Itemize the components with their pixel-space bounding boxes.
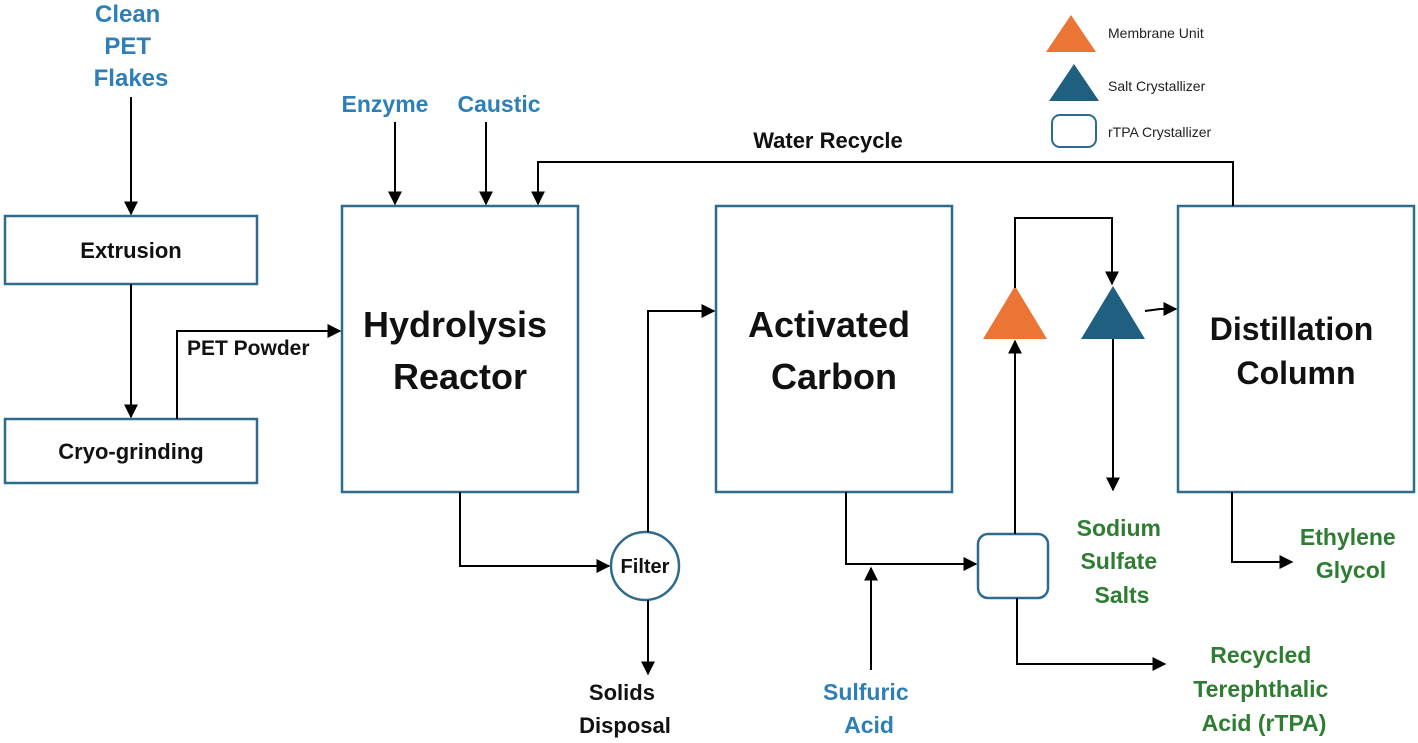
legend-membrane-triangle [1046,15,1096,52]
legend-salt-crystallizer-label: Salt Crystallizer [1108,78,1206,94]
filter-circle [609,530,681,602]
legend-membrane-label: Membrane Unit [1108,25,1204,41]
water-recycle-label: Water Recycle [753,128,903,153]
reactor-to-filter-arrow [459,492,611,573]
legend-rtpa-crystallizer-label: rTPA Crystallizer [1108,124,1212,140]
cryo-grinding-box [3,417,259,485]
extrusion-box [3,214,259,286]
distillation-column-box [1176,204,1416,494]
caustic-input-label: Caustic [457,91,540,117]
ethylene-glycol-label: Ethylene Glycol [1300,524,1402,583]
water-recycle-line [531,161,1234,206]
sulfuric-acid-input-label: Sulfuric Acid [823,679,915,738]
legend-rtpa-crystallizer-box [1051,114,1097,148]
extrusion-label: Extrusion [80,238,181,263]
enzyme-input-label: Enzyme [342,91,429,117]
ethylene-glycol-arrow [1231,492,1294,569]
pet-powder-label: PET Powder [187,337,310,360]
hydrolysis-reactor-label: Hydrolysis Reactor [363,304,557,397]
membrane-to-salt-crystallizer-arrow [1014,217,1119,288]
hydrolysis-reactor-box [340,204,580,494]
solids-disposal-label: Solids Disposal [579,680,671,738]
rtpa-output-arrow [1016,598,1167,671]
activated-carbon-label: Activated Carbon [748,304,920,397]
membrane-unit-triangle [983,286,1047,339]
distillation-column-label: Distillation Column [1210,311,1382,391]
pet-flakes-input-label: Clean PET Flakes [94,1,169,92]
cryo-grinding-label: Cryo-grinding [58,439,203,464]
legend: Membrane Unit Salt Crystallizer rTPA Cry… [1046,15,1212,148]
filter-to-carbon-arrow [647,304,716,532]
pet-powder-arrow [176,324,342,419]
rtpa-crystallizer-unit [976,532,1050,600]
carbon-to-rtpa-crystallizer-arrow [845,492,978,571]
salt-crystallizer-to-column-arrow [1144,302,1178,316]
rtpa-output-label: Recycled Terephthalic Acid (rTPA) [1193,642,1334,736]
sodium-sulfate-salts-label: Sodium Sulfate Salts [1077,515,1168,608]
salt-crystallizer-triangle [1081,286,1145,339]
filter-label: Filter [621,556,670,578]
legend-salt-crystallizer-triangle [1049,64,1099,101]
activated-carbon-box [714,204,954,494]
